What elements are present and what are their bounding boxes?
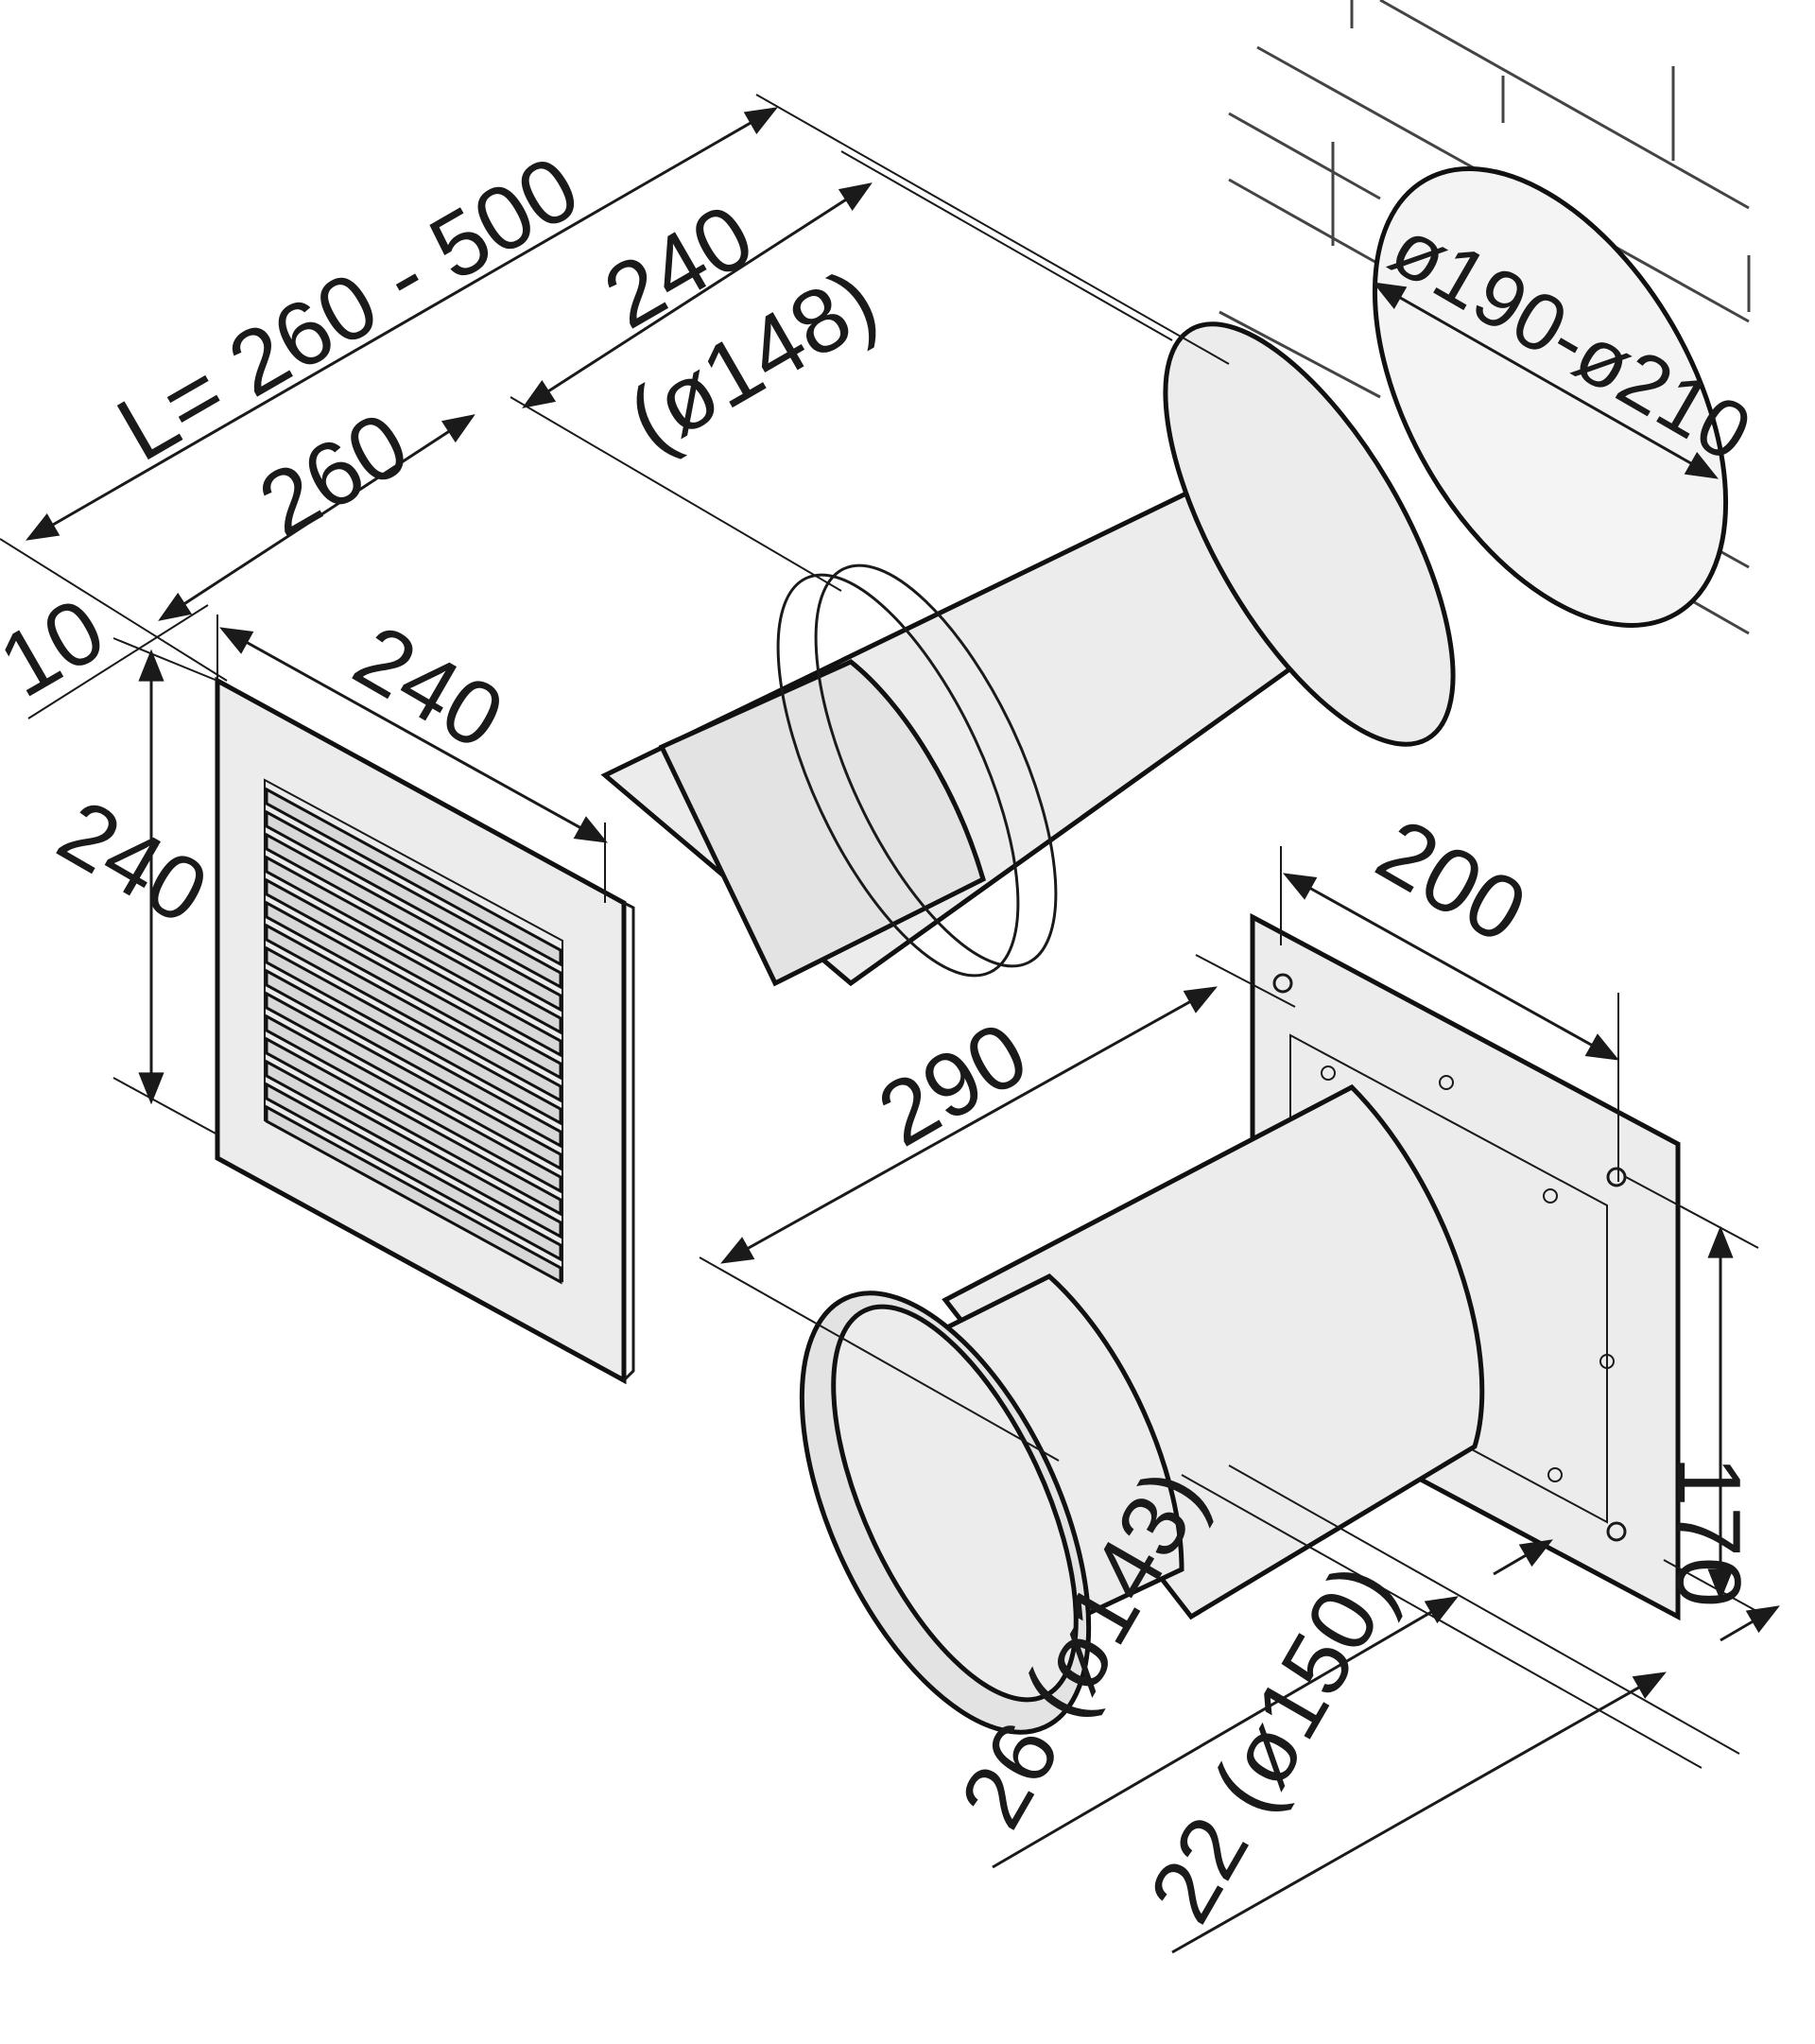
grille-louver <box>265 1082 562 1262</box>
grille-louver <box>265 991 562 1171</box>
tube <box>600 321 1456 987</box>
grille-louver <box>265 855 562 1035</box>
grille-louver <box>265 832 562 1013</box>
grille-louver <box>265 900 562 1081</box>
label-grille-width: 240 <box>338 606 520 770</box>
grille-louver <box>265 968 562 1149</box>
label-outer-spigot: 22 (ø150) <box>1131 1548 1415 1939</box>
grille-louver <box>265 923 562 1103</box>
grille-louver <box>265 877 562 1058</box>
label-body-length: 290 <box>862 1002 1044 1166</box>
grille-louver <box>265 1036 562 1217</box>
label-plate-width: 200 <box>1361 800 1543 963</box>
label-grille-height: 240 <box>43 781 224 944</box>
wall-hole <box>1372 166 1729 628</box>
rear-duct <box>799 1083 1485 1735</box>
label-grille-depth: 260 <box>243 392 424 556</box>
grille-louver <box>265 1013 562 1194</box>
label-plate-height: 170 <box>1658 1456 1759 1607</box>
grille-louver <box>265 1059 562 1239</box>
dimension-lines <box>0 94 1780 1954</box>
label-frame-thickness: 10 <box>0 579 121 717</box>
grille-louver <box>265 945 562 1126</box>
grille <box>215 676 635 1385</box>
grille-louver <box>265 1104 562 1285</box>
